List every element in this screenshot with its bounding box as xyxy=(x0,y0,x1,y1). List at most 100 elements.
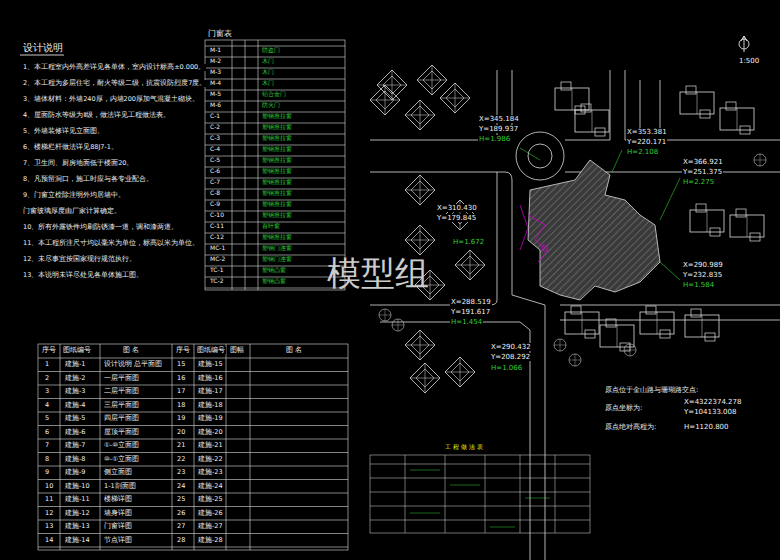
door-type: 塑钢门连窗 xyxy=(261,256,293,263)
table-rule xyxy=(38,358,348,359)
door-code: M-2 xyxy=(209,58,222,65)
coordinate: Y=189.937 xyxy=(478,125,519,133)
coordinate: Y=208.292 xyxy=(490,353,531,361)
elevation: H=1.454 xyxy=(450,318,483,326)
works-table-grid xyxy=(370,455,590,533)
table-header: 图 名 xyxy=(122,347,140,354)
table-cell: 1 xyxy=(44,361,50,368)
note-line: 6、楼梯栏杆做法详见88J7-1。 xyxy=(22,144,119,151)
coordinate: Y=220.171 xyxy=(626,138,667,146)
elevation: H=1.672 xyxy=(452,238,485,246)
table-cell: 20 xyxy=(176,429,186,436)
table-cell: 27 xyxy=(176,523,186,530)
table-cell: 建施-24 xyxy=(197,483,224,490)
note-line: 3、墙体材料：外墙240厚，内墙200厚加气混凝土砌块。 xyxy=(22,96,200,103)
door-code: M-3 xyxy=(209,69,222,76)
table-cell: 设计说明 总平面图 xyxy=(103,361,163,368)
door-type: 防火门 xyxy=(261,102,281,109)
note-line: 10、所有外露铁件均刷防锈漆一道，调和漆两道。 xyxy=(22,224,179,231)
table-rule xyxy=(205,68,345,69)
table-cell: 建施-22 xyxy=(197,456,224,463)
origin-note: 原点位于金山路与珊瑚路交点: xyxy=(604,386,699,394)
table-cell: 建施-18 xyxy=(197,402,224,409)
table-header: 图幅 xyxy=(229,347,245,354)
table-cell: 建施-26 xyxy=(197,510,224,517)
door-code: C-5 xyxy=(209,157,221,164)
table-rule xyxy=(38,412,348,413)
table-cell: 26 xyxy=(176,510,186,517)
table-cell: 四层平面图 xyxy=(103,415,140,422)
door-type: 塑钢推拉窗 xyxy=(261,190,293,197)
door-window-table-grid xyxy=(205,40,345,290)
table-rule xyxy=(38,452,348,453)
table-rule xyxy=(38,547,348,548)
table-cell: 侧立面图 xyxy=(103,469,133,476)
coordinate: Y=232.835 xyxy=(682,271,723,279)
main-building xyxy=(528,160,660,300)
table-cell: 建施-14 xyxy=(64,537,91,544)
table-cell: 节点详图 xyxy=(103,537,133,544)
table-cell: 屋顶平面图 xyxy=(103,429,140,436)
door-code: C-1 xyxy=(209,113,221,120)
table-rule xyxy=(38,506,348,507)
door-code: C-8 xyxy=(209,190,221,197)
table-cell: 建施-12 xyxy=(64,510,91,517)
table-header: 图 名 xyxy=(285,347,303,354)
coordinate: Y=179.845 xyxy=(436,214,477,222)
table-rule xyxy=(38,439,348,440)
drawing-list-grid xyxy=(38,344,348,550)
table-cell: 门窗详图 xyxy=(103,523,133,530)
elevation: H=2.275 xyxy=(682,178,715,186)
table-cell: 建施-4 xyxy=(64,402,86,409)
elevation: H=1.986 xyxy=(478,135,511,143)
table-cell: 23 xyxy=(176,469,186,476)
table-cell: 建施-3 xyxy=(64,388,86,395)
door-code: M-4 xyxy=(209,80,222,87)
table-cell: ⑩-①立面图 xyxy=(103,456,140,463)
door-type: 塑钢推拉窗 xyxy=(261,234,293,241)
origin-value: X=4322374.278 xyxy=(683,398,742,406)
coordinate: X=288.519 xyxy=(450,298,492,306)
table-header: 序号 xyxy=(175,347,191,354)
note-line: 9、门窗立樘除注明外均居墙中。 xyxy=(22,192,126,199)
door-code: C-2 xyxy=(209,124,221,131)
door-type: 防盗门 xyxy=(261,47,281,54)
table-header: 图纸编号 xyxy=(196,347,226,354)
elevation: H=1.584 xyxy=(682,281,715,289)
door-type: 塑钢推拉窗 xyxy=(261,212,293,219)
table-header: 序号 xyxy=(41,347,57,354)
table-rule xyxy=(38,466,348,467)
door-type: 木门 xyxy=(261,58,275,65)
door-code: MC-2 xyxy=(209,256,226,263)
table-cell: 建施-9 xyxy=(64,469,86,476)
table-cell: 建施-8 xyxy=(64,456,86,463)
door-type: 塑钢推拉窗 xyxy=(261,135,293,142)
door-code: C-4 xyxy=(209,146,221,153)
table-cell: 建施-5 xyxy=(64,415,86,422)
table-cell: 建施-20 xyxy=(197,429,224,436)
door-type: 塑钢凸窗 xyxy=(261,278,287,285)
coordinate: X=366.921 xyxy=(682,158,724,166)
heading: 设计说明 xyxy=(22,42,64,54)
coordinate: X=290.989 xyxy=(682,261,724,269)
table-cell: 建施-27 xyxy=(197,523,224,530)
table-cell: 墙身详图 xyxy=(103,510,133,517)
table-cell: 建施-2 xyxy=(64,375,86,382)
table-rule xyxy=(38,425,348,426)
note-line: 1、本工程室内外高差详见各单体，室内设计标高±0.000。 xyxy=(22,64,206,71)
table-rule xyxy=(38,398,348,399)
table-cell: 建施-23 xyxy=(197,469,224,476)
door-type: 塑钢推拉窗 xyxy=(261,168,293,175)
table-rule xyxy=(38,385,348,386)
door-type: 塑钢凸窗 xyxy=(261,267,287,274)
coordinate: Y=191.617 xyxy=(450,308,491,316)
note-line: 门窗玻璃厚度由厂家计算确定。 xyxy=(22,208,122,215)
table-cell: 14 xyxy=(44,537,54,544)
elevation: H=2.108 xyxy=(626,148,659,156)
coordinate: Y=251.375 xyxy=(682,168,723,176)
table-cell: 18 xyxy=(176,402,186,409)
table-cell: 19 xyxy=(176,415,186,422)
table-cell: 建施-28 xyxy=(197,537,224,544)
door-code: M-6 xyxy=(209,102,222,109)
origin-note: 原点绝对高程为: xyxy=(604,423,657,431)
